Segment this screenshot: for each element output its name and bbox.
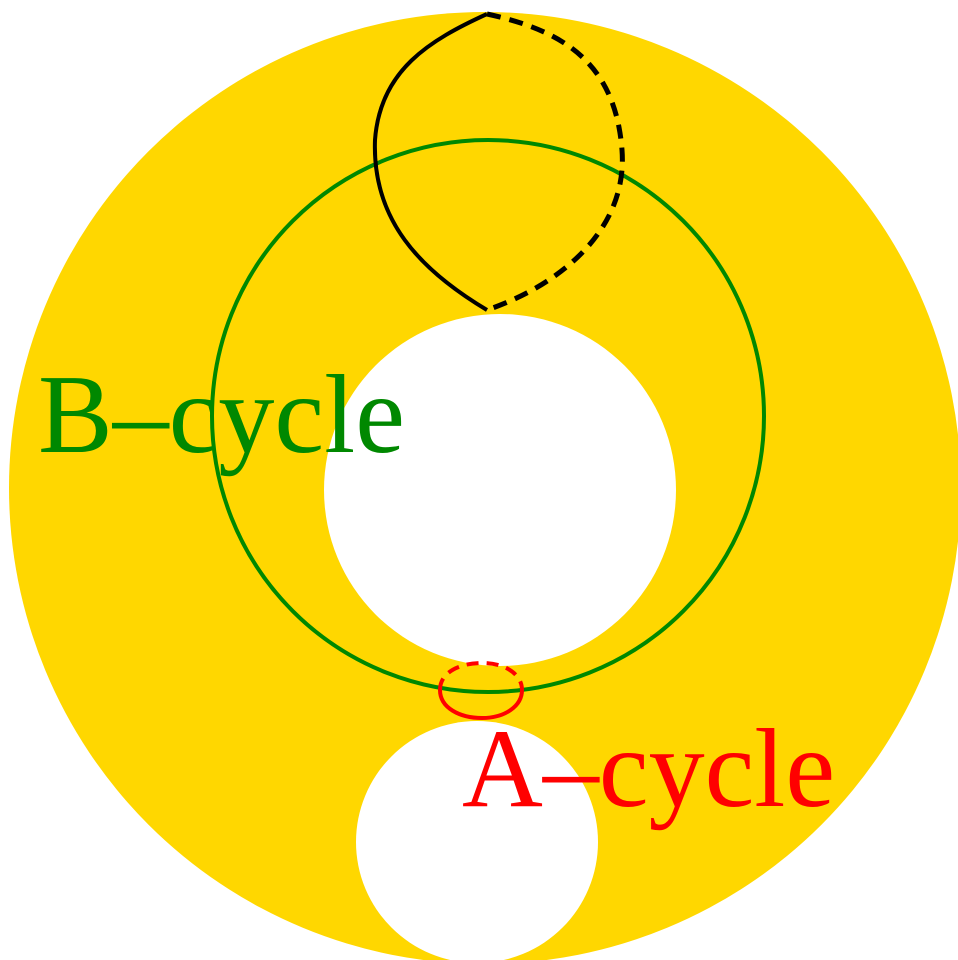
b-cycle-label: B–cycle [38,353,405,477]
a-cycle-label: A–cycle [462,707,835,831]
